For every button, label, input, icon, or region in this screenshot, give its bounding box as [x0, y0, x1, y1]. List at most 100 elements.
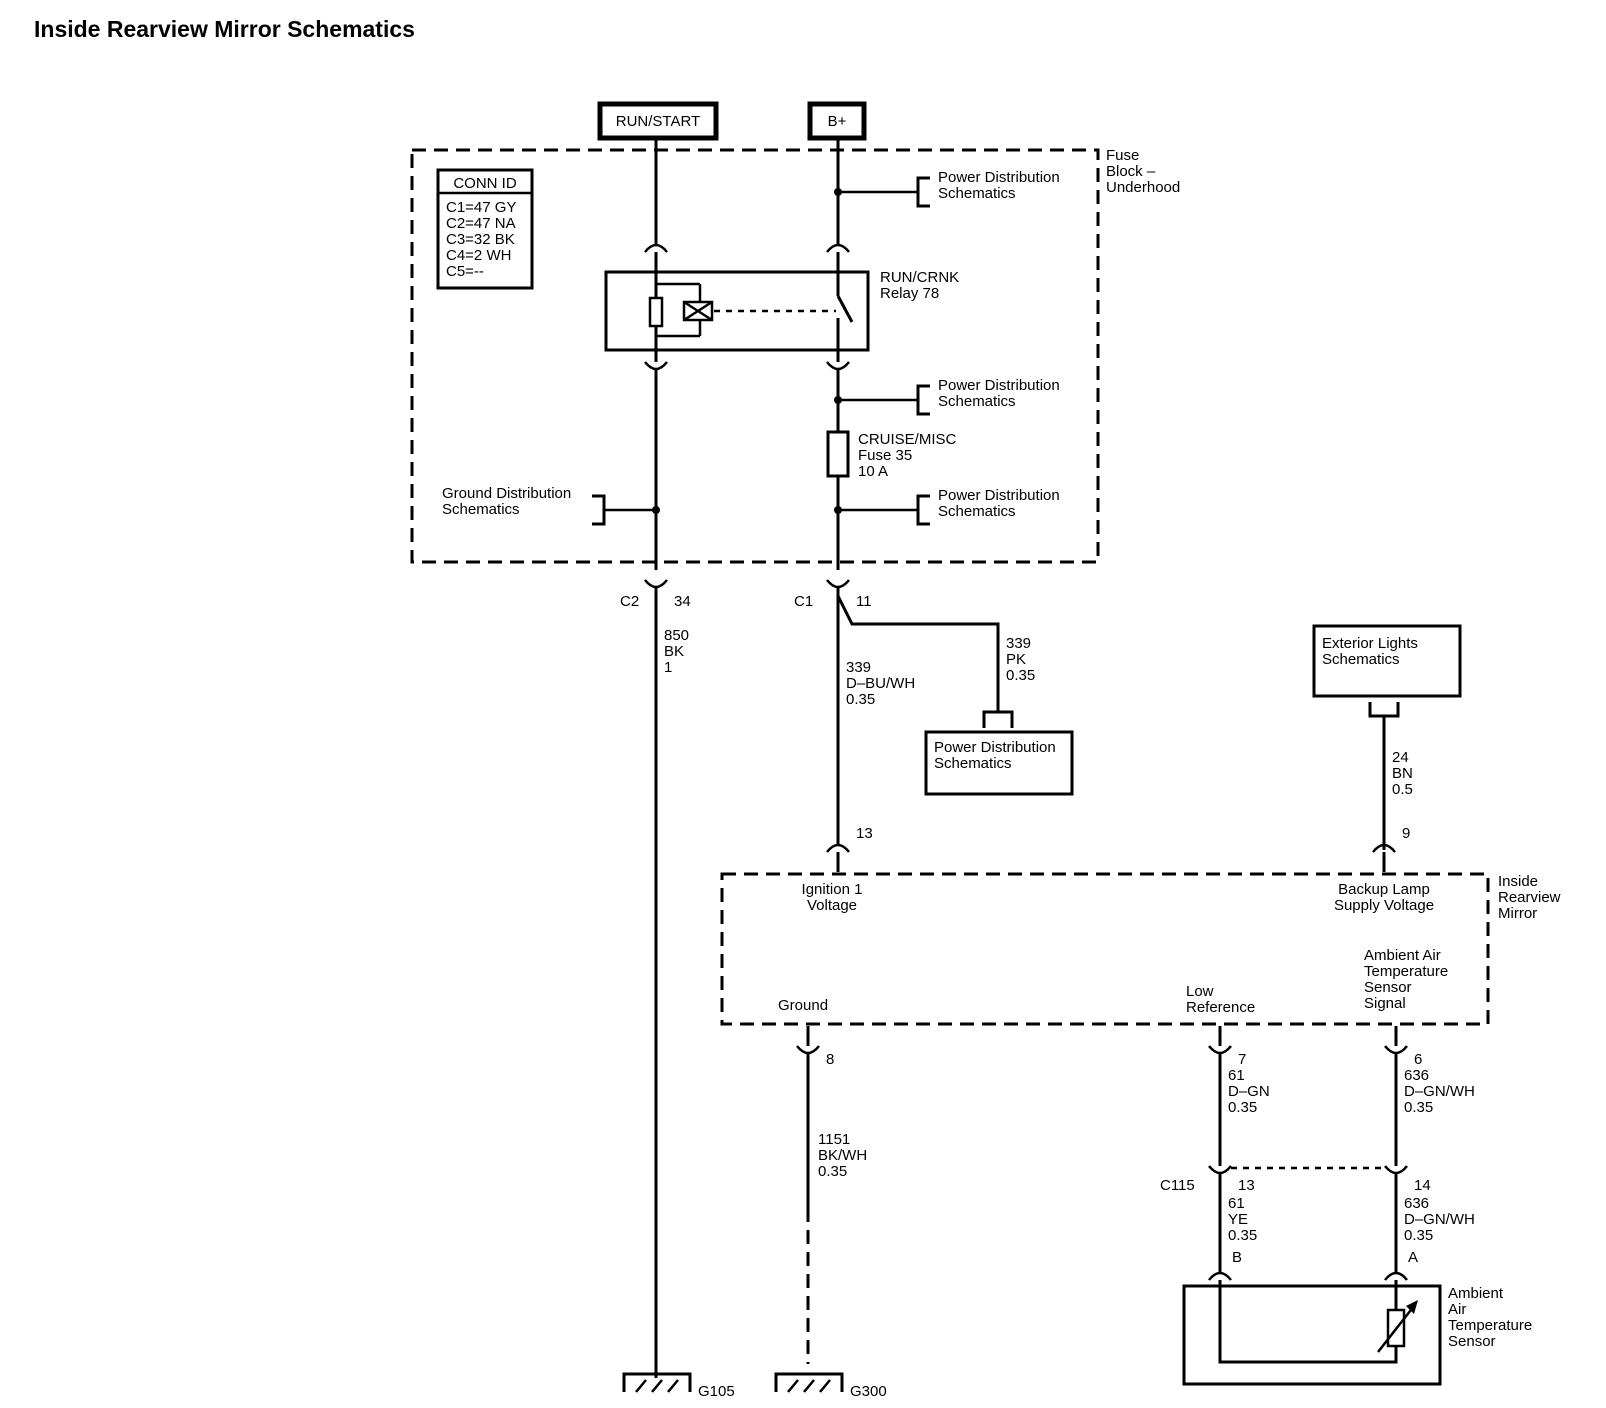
relay-terminal-right-top: [826, 243, 850, 253]
ignition-voltage-label: Ignition 1 Voltage: [802, 881, 863, 914]
svg-text:Schematics: Schematics: [938, 393, 1016, 410]
svg-text:24: 24: [1392, 749, 1409, 766]
wire-24-label: 24 BN 0.5: [1392, 749, 1413, 798]
ground-g105-label: G105: [698, 1383, 735, 1400]
mirror-pin-7: 7: [1238, 1051, 1246, 1068]
wire-339-branch: [836, 595, 1000, 712]
relay-terminal-left-top: [644, 243, 668, 253]
svg-text:0.35: 0.35: [1228, 1227, 1257, 1244]
svg-text:BK: BK: [664, 643, 684, 660]
power-distribution-box: Power Distribution Schematics: [924, 730, 1074, 796]
svg-text:D–GN/WH: D–GN/WH: [1404, 1083, 1475, 1100]
svg-text:D–GN/WH: D–GN/WH: [1404, 1211, 1475, 1228]
svg-text:Ambient Air: Ambient Air: [1364, 947, 1441, 964]
svg-text:Underhood: Underhood: [1106, 179, 1180, 196]
ambient-signal-label: Ambient Air Temperature Sensor Signal: [1364, 947, 1448, 1012]
c1-pin: 11: [856, 593, 872, 610]
fuse-block-outline: [410, 148, 1100, 564]
svg-text:Power Distribution: Power Distribution: [938, 169, 1060, 186]
svg-text:Block –: Block –: [1106, 163, 1156, 180]
svg-text:Air: Air: [1448, 1301, 1466, 1318]
svg-text:Schematics: Schematics: [1322, 651, 1400, 668]
svg-text:Power Distribution: Power Distribution: [938, 377, 1060, 394]
relay-coil-icon: [648, 296, 664, 328]
backup-lamp-label: Backup Lamp Supply Voltage: [1334, 881, 1434, 914]
exterior-lights-bracket: [1368, 702, 1400, 718]
run-start-source: RUN/START: [597, 101, 719, 141]
svg-text:339: 339: [1006, 635, 1031, 652]
wire-1151-label: 1151 BK/WH 0.35: [818, 1131, 867, 1180]
svg-text:Schematics: Schematics: [938, 503, 1016, 520]
ground-g105-icon: [622, 1372, 692, 1393]
svg-text:61: 61: [1228, 1067, 1245, 1084]
svg-text:61: 61: [1228, 1195, 1245, 1212]
svg-text:Schematics: Schematics: [442, 501, 520, 518]
svg-text:0.35: 0.35: [1404, 1227, 1433, 1244]
mirror-pin-7-icon: [1208, 1045, 1232, 1055]
svg-text:Temperature: Temperature: [1448, 1317, 1532, 1334]
svg-text:Voltage: Voltage: [807, 897, 857, 914]
mirror-pin-9: 9: [1402, 825, 1410, 842]
wire-339-main-label: 339 D–BU/WH 0.35: [846, 659, 915, 708]
svg-text:RUN/START: RUN/START: [616, 113, 700, 130]
relay-terminal-left-bottom: [644, 361, 668, 371]
svg-text:0.35: 0.35: [846, 691, 875, 708]
svg-text:Supply Voltage: Supply Voltage: [1334, 897, 1434, 914]
wire-61-lower-label: 61 YE 0.35: [1228, 1195, 1257, 1244]
svg-text:C2=47 NA: C2=47 NA: [446, 215, 516, 232]
svg-text:1: 1: [664, 659, 672, 676]
svg-text:Ambient: Ambient: [1448, 1285, 1504, 1302]
ground-g300-icon: [774, 1372, 844, 1393]
ambient-air-temp-sensor: [1182, 1271, 1442, 1386]
c2-pin: 34: [674, 593, 691, 610]
svg-text:Exterior Lights: Exterior Lights: [1322, 635, 1418, 652]
page-title: Inside Rearview Mirror Schematics: [34, 16, 415, 42]
low-reference-label: Low Reference: [1186, 983, 1255, 1016]
wire-636-lower-label: 636 D–GN/WH 0.35: [1404, 1195, 1475, 1244]
c2-connector-icon: [644, 579, 668, 589]
sensor-label: Ambient Air Temperature Sensor: [1448, 1285, 1532, 1350]
svg-text:Rearview: Rearview: [1498, 889, 1561, 906]
inside-rearview-mirror-label: Inside Rearview Mirror: [1498, 873, 1561, 922]
c1-connector-icon: [826, 579, 850, 589]
svg-text:Ignition 1: Ignition 1: [802, 881, 863, 898]
svg-text:0.35: 0.35: [1404, 1099, 1433, 1116]
svg-text:Signal: Signal: [1364, 995, 1406, 1012]
wire-61-upper-label: 61 D–GN 0.35: [1228, 1067, 1270, 1116]
svg-text:RUN/CRNK: RUN/CRNK: [880, 269, 959, 286]
svg-text:Backup Lamp: Backup Lamp: [1338, 881, 1430, 898]
relay-terminal-right-bottom: [826, 361, 850, 371]
svg-text:C5=--: C5=--: [446, 263, 484, 280]
power-distribution-link-3: Power Distribution Schematics: [834, 487, 1060, 526]
svg-text:0.35: 0.35: [1006, 667, 1035, 684]
svg-text:Schematics: Schematics: [934, 755, 1012, 772]
svg-text:D–GN: D–GN: [1228, 1083, 1270, 1100]
c115-label: C115: [1160, 1177, 1195, 1194]
svg-text:BN: BN: [1392, 765, 1413, 782]
ground-distribution-link: Ground Distribution Schematics: [442, 485, 660, 526]
svg-text:850: 850: [664, 627, 689, 644]
c1-label: C1: [794, 593, 813, 610]
sensor-pin-a: A: [1408, 1249, 1418, 1266]
relay-label: RUN/CRNK Relay 78: [880, 269, 959, 302]
svg-text:339: 339: [846, 659, 871, 676]
run-crnk-relay: [604, 270, 870, 352]
fuse-35-label: CRUISE/MISC Fuse 35 10 A: [858, 431, 957, 480]
mirror-pin-6: 6: [1414, 1051, 1422, 1068]
svg-text:Inside: Inside: [1498, 873, 1538, 890]
c115-pin-13: 13: [1238, 1177, 1255, 1194]
conn-id-header: CONN ID: [453, 175, 517, 192]
bplus-source: B+: [807, 101, 867, 141]
inside-rearview-mirror-outline: [720, 872, 1490, 1026]
sensor-pin-b: B: [1232, 1249, 1242, 1266]
ground-g300-label: G300: [850, 1383, 887, 1400]
svg-text:10 A: 10 A: [858, 463, 888, 480]
svg-text:Ground Distribution: Ground Distribution: [442, 485, 571, 502]
relay-switch-contact: [836, 295, 854, 323]
fuse-35-icon: [826, 430, 850, 478]
mirror-pin-13-icon: [826, 843, 850, 853]
exterior-lights-box: Exterior Lights Schematics: [1312, 624, 1462, 698]
wire-850-label: 850 BK 1: [664, 627, 689, 676]
svg-text:B+: B+: [828, 113, 847, 130]
